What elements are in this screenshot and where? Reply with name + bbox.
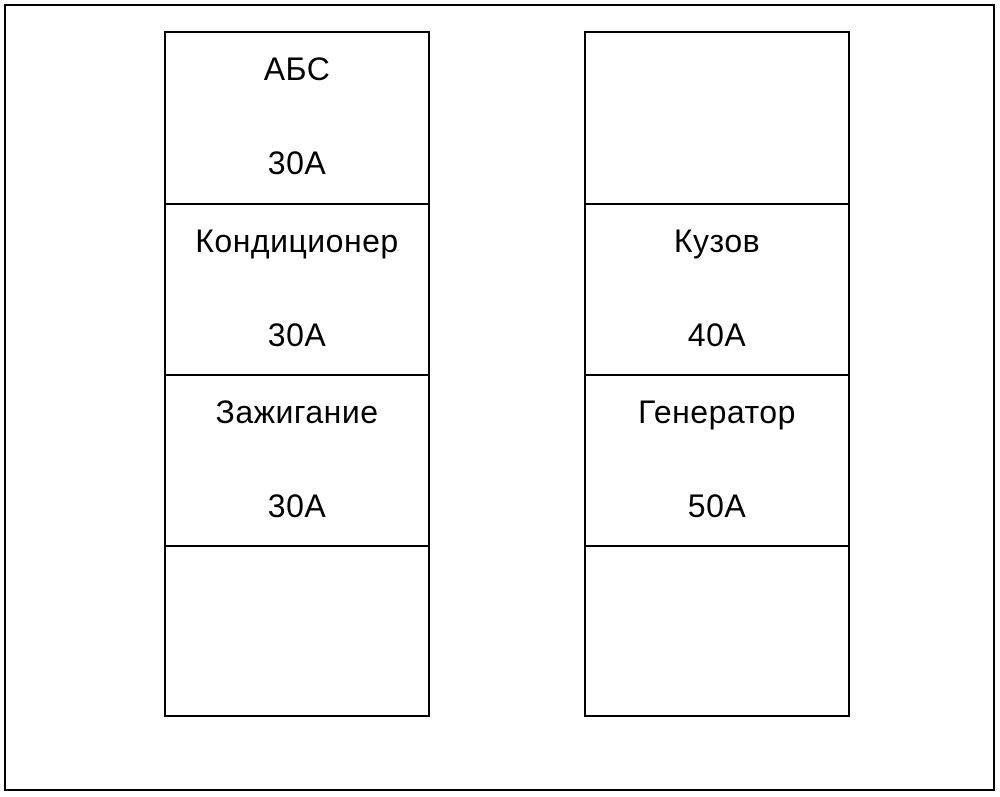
fuse-slot-air-conditioner: Кондиционер 30А [166,203,428,373]
fuse-slot-body: Кузов 40А [586,203,848,373]
fuse-rating: 40А [687,317,747,353]
fuse-rating: 50А [687,488,747,524]
fuse-slot-empty [586,33,848,203]
fuse-slot-generator: Генератор 50А [586,374,848,544]
fuse-label: Генератор [638,394,796,430]
fuse-slot-empty [166,545,428,715]
fuse-label: Кузов [673,223,761,259]
fuse-slot-ignition: Зажигание 30А [166,374,428,544]
fuse-label: АБС [263,51,331,87]
fuse-slot-empty [586,545,848,715]
diagram-frame: АБС 30А Кондиционер 30А Зажигание 30А Ку… [4,4,995,791]
fuse-column-left: АБС 30А Кондиционер 30А Зажигание 30А [164,31,430,717]
fuse-label: Зажигание [215,394,379,430]
fuse-rating: 30А [267,488,327,524]
fuse-rating: 30А [267,145,327,181]
fuse-slot-abs: АБС 30А [166,33,428,203]
fuse-column-right: Кузов 40А Генератор 50А [584,31,850,717]
fuse-label: Кондиционер [195,223,399,259]
fuse-rating: 30А [267,317,327,353]
